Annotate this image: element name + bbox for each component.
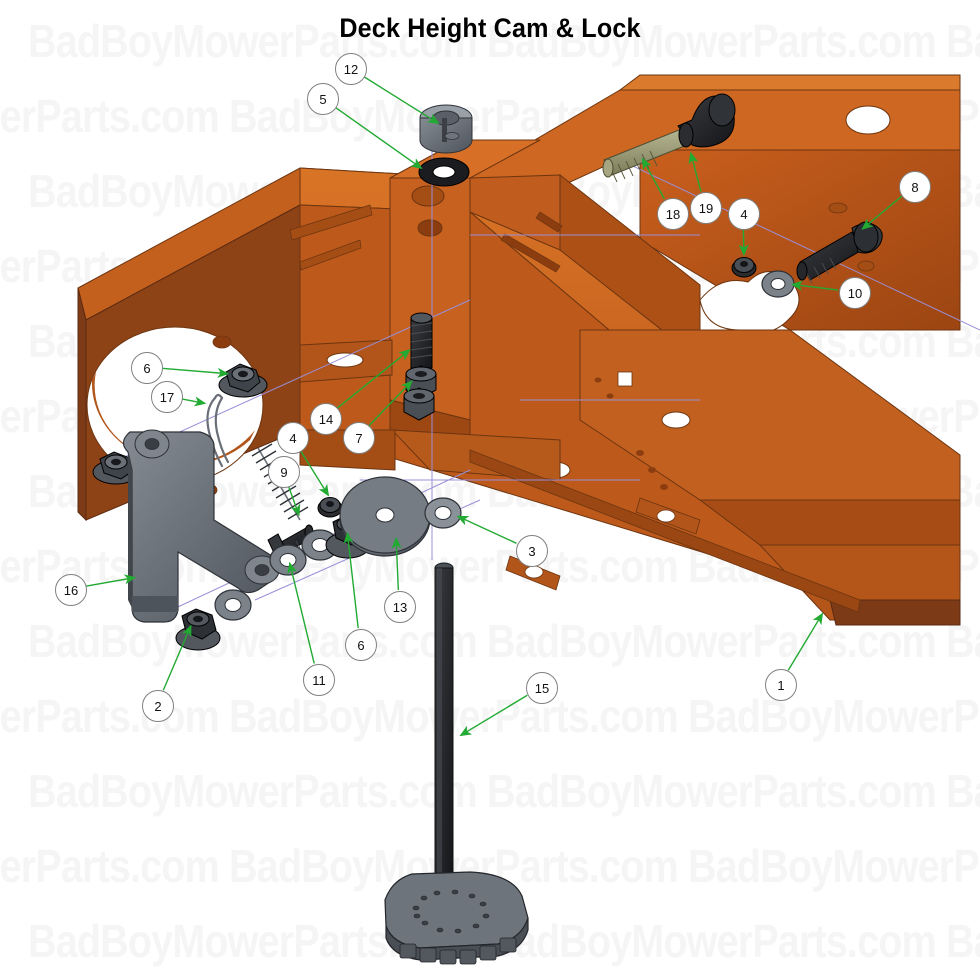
page-title: Deck Height Cam & Lock xyxy=(339,13,641,43)
leader-line xyxy=(787,612,824,671)
part-4-locknut-upper xyxy=(731,257,757,278)
callout-9-carriage-bolt[interactable]: 9 xyxy=(268,456,300,488)
leader-line xyxy=(181,396,207,407)
leader-line xyxy=(641,157,665,200)
leader-line xyxy=(161,367,230,378)
part-15-cam-rod xyxy=(384,562,529,965)
leader-line xyxy=(287,485,301,517)
leader-line xyxy=(363,75,440,125)
callout-1-main-frame[interactable]: 1 xyxy=(765,669,797,701)
leader-line xyxy=(343,531,359,629)
part-6-flange-nut-left xyxy=(92,451,140,485)
leader-line xyxy=(162,624,192,691)
part-16-lever-arm xyxy=(122,429,280,623)
callout-4-locknut-lower[interactable]: 4 xyxy=(277,422,309,454)
callout-16-lever-arm[interactable]: 16 xyxy=(55,574,87,606)
leader-line xyxy=(459,694,528,737)
leader-line xyxy=(456,515,517,544)
part-5-bearing xyxy=(418,157,470,187)
leader-line xyxy=(790,280,839,291)
callout-15-cam-rod[interactable]: 15 xyxy=(526,672,558,704)
callout-11-washers[interactable]: 11 xyxy=(303,664,335,696)
callout-12-shaft-collar[interactable]: 12 xyxy=(335,53,367,85)
leader-line xyxy=(368,380,413,426)
callout-10-flat-washer[interactable]: 10 xyxy=(839,277,871,309)
part-14-spacer xyxy=(410,312,433,369)
part-17-hairpin-clip xyxy=(206,393,230,468)
callout-14-spacer[interactable]: 14 xyxy=(310,403,342,435)
callout-7-hex-nut[interactable]: 7 xyxy=(343,422,375,454)
callout-4-locknut-upper[interactable]: 4 xyxy=(728,198,760,230)
part-10-flat-washer xyxy=(761,270,795,298)
callout-8-flange-bolt[interactable]: 8 xyxy=(899,171,931,203)
callout-6-flange-nut-lower[interactable]: 6 xyxy=(345,629,377,661)
leader-line xyxy=(391,536,402,591)
leader-line xyxy=(287,561,315,664)
main-frame xyxy=(77,74,961,626)
part-11-washers xyxy=(214,529,339,621)
part-3-flat-washer xyxy=(424,497,462,529)
callout-18-threaded-rod[interactable]: 18 xyxy=(657,198,689,230)
callout-17-hairpin-clip[interactable]: 17 xyxy=(151,381,183,413)
leader-line xyxy=(299,450,330,497)
callout-5-bearing[interactable]: 5 xyxy=(307,83,339,115)
callout-3-flat-washer[interactable]: 3 xyxy=(516,535,548,567)
leader-line xyxy=(738,228,749,257)
callout-13-cam-plate[interactable]: 13 xyxy=(384,591,416,623)
leader-line xyxy=(334,106,423,169)
part-7-hex-nut-lower xyxy=(403,387,435,421)
part-6-flange-nut-upper xyxy=(218,363,268,398)
leader-line xyxy=(337,349,411,409)
callout-2-flange-nut[interactable]: 2 xyxy=(142,690,174,722)
part-19-knob xyxy=(677,93,736,148)
leader-line xyxy=(688,151,702,192)
callout-19-knob[interactable]: 19 xyxy=(690,192,722,224)
part-4-locknut-lower xyxy=(317,497,343,518)
leader-line xyxy=(861,195,903,230)
callout-6-flange-nut-upper[interactable]: 6 xyxy=(131,352,163,384)
leader-line xyxy=(85,574,137,587)
